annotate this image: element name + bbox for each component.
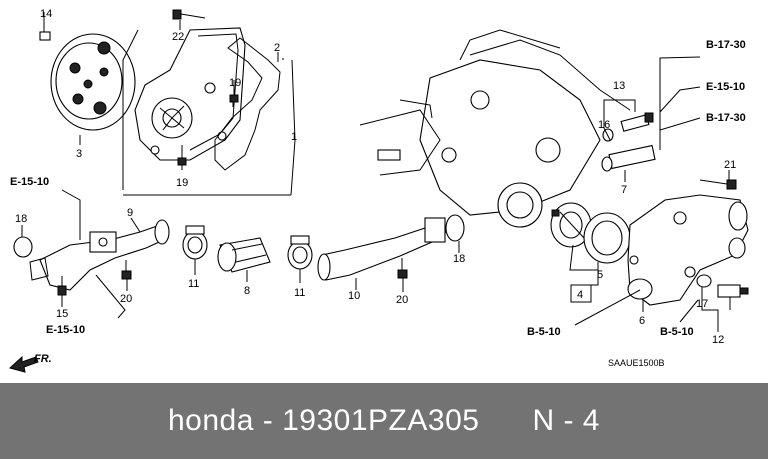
banner-caption: honda - 19301PZA305 N - 4 bbox=[0, 383, 768, 459]
bypass-hose[interactable] bbox=[217, 237, 271, 273]
ref-b-17-30-right[interactable]: B-17-30 bbox=[706, 112, 746, 124]
thermostat-cover[interactable] bbox=[627, 194, 749, 306]
ref-e-15-10-left[interactable]: E-15-10 bbox=[10, 176, 49, 188]
front-arrow bbox=[8, 355, 39, 373]
pump-bolt-22[interactable] bbox=[172, 9, 206, 20]
banner-separator: - bbox=[262, 404, 274, 437]
coolant-joint[interactable] bbox=[601, 144, 656, 172]
callout-18-left: 18 bbox=[15, 213, 27, 225]
pump-bolt-19-upper[interactable] bbox=[229, 80, 239, 103]
callout-4: 4 bbox=[577, 289, 583, 301]
callout-8: 8 bbox=[244, 285, 250, 297]
ref-b-17-30-top[interactable]: B-17-30 bbox=[706, 39, 746, 51]
parts-diagram: 14 22 2 19 1 3 19 9 18 11 8 11 10 20 20 … bbox=[8, 8, 749, 373]
cover-bolt[interactable] bbox=[699, 179, 737, 190]
callout-19-upper: 19 bbox=[229, 77, 241, 89]
callout-15: 15 bbox=[56, 308, 68, 320]
pulley-bolt[interactable] bbox=[39, 18, 51, 41]
brand-name: honda bbox=[168, 404, 254, 437]
water-pump[interactable] bbox=[134, 27, 246, 161]
callout-5: 5 bbox=[597, 269, 603, 281]
engine-block bbox=[359, 29, 631, 228]
callout-10: 10 bbox=[348, 290, 360, 302]
highlighted-callout-box bbox=[570, 284, 592, 303]
callout-20-left: 20 bbox=[120, 293, 132, 305]
hose-clamp-right[interactable] bbox=[287, 235, 313, 270]
callout-1: 1 bbox=[291, 131, 297, 143]
callout-3: 3 bbox=[76, 148, 82, 160]
ref-b-5-10-left[interactable]: B-5-10 bbox=[527, 326, 561, 338]
pipe-bolt-middle[interactable] bbox=[397, 258, 408, 279]
callout-20-middle: 20 bbox=[396, 294, 408, 306]
callout-9: 9 bbox=[127, 207, 133, 219]
part-banner: honda - 19301PZA305 N - 4 bbox=[0, 383, 768, 459]
leader-lines bbox=[21, 12, 731, 332]
thermostat-gasket[interactable] bbox=[583, 212, 631, 264]
callout-7: 7 bbox=[621, 184, 627, 196]
callout-6: 6 bbox=[639, 315, 645, 327]
diagram-code: SAAUE1500B bbox=[608, 358, 665, 368]
callout-14: 14 bbox=[40, 8, 52, 20]
pump-gasket[interactable] bbox=[214, 37, 281, 171]
ref-e-15-10-right[interactable]: E-15-10 bbox=[706, 81, 745, 93]
water-hose-pipe[interactable] bbox=[317, 217, 447, 281]
temperature-switch[interactable] bbox=[602, 112, 654, 142]
position-label: N - 4 bbox=[532, 404, 600, 437]
thermostat[interactable] bbox=[550, 202, 592, 248]
callout-17: 17 bbox=[696, 298, 708, 310]
ref-b-5-10-right[interactable]: B-5-10 bbox=[660, 326, 694, 338]
pipe-bolt-left[interactable] bbox=[121, 260, 132, 280]
callout-11-right: 11 bbox=[294, 287, 305, 299]
callout-12: 12 bbox=[712, 334, 724, 346]
hose-clamp-left[interactable] bbox=[182, 225, 208, 260]
part-number: 19301PZA305 bbox=[282, 404, 480, 437]
callout-18-middle: 18 bbox=[453, 253, 465, 265]
callout-2: 2 bbox=[274, 42, 280, 54]
water-pipe[interactable] bbox=[29, 219, 170, 291]
front-label: FR. bbox=[34, 353, 52, 365]
callout-11-left: 11 bbox=[188, 278, 199, 290]
ref-e-15-10-bottom[interactable]: E-15-10 bbox=[46, 324, 85, 336]
callout-19-lower: 19 bbox=[176, 177, 188, 189]
temperature-sensor[interactable] bbox=[696, 274, 749, 298]
callout-21: 21 bbox=[724, 159, 736, 171]
water-pump-pulley[interactable] bbox=[50, 33, 136, 131]
callout-22: 22 bbox=[172, 31, 184, 43]
o-ring-left[interactable] bbox=[13, 236, 33, 258]
callout-13: 13 bbox=[613, 80, 625, 92]
o-ring-middle[interactable] bbox=[445, 214, 465, 242]
callout-16: 16 bbox=[598, 119, 610, 131]
